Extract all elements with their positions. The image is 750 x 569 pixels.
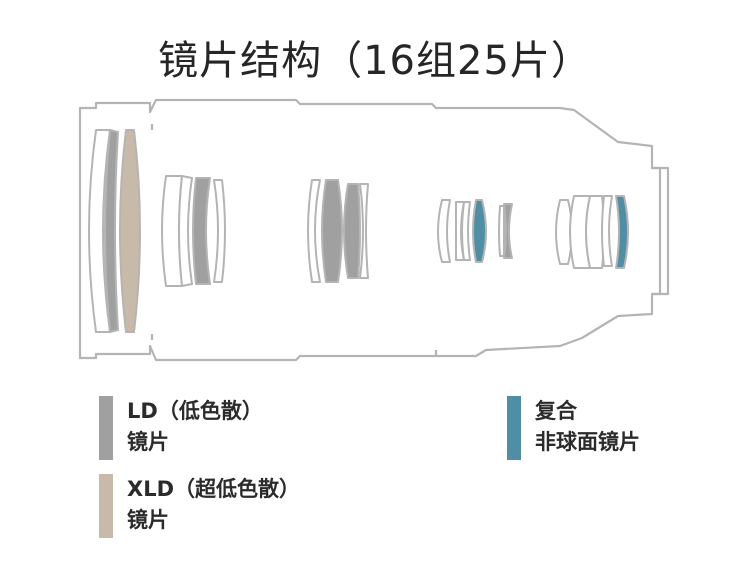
lens-element [461, 201, 471, 261]
legend-label-line: 非球面镜片 [535, 430, 640, 454]
legend-swatch-ld [99, 396, 113, 460]
legend-swatch-xld [99, 474, 113, 538]
lens-element [178, 175, 193, 287]
legend-label-line: XLD（超低色散） [127, 477, 301, 501]
lens-element-aspherical [472, 199, 487, 263]
lens-element [213, 179, 226, 283]
lens-element [601, 195, 613, 267]
barrel-inner-line [652, 166, 670, 296]
legend-swatch-aspherical [507, 396, 521, 460]
legend-label-line: LD（低色散） [127, 399, 263, 423]
legend-label-aspherical: 复合 非球面镜片 [535, 396, 640, 458]
lens-element [359, 183, 369, 279]
legend-label-xld: XLD（超低色散） 镜片 [127, 474, 300, 536]
lens-element-ld [104, 129, 119, 333]
lens-element-ld [343, 183, 361, 279]
legend-item-aspherical: 复合 非球面镜片 [507, 396, 640, 460]
legend-label-line: 镜片 [127, 430, 169, 454]
lens-element-ld [321, 179, 343, 283]
lens-element [498, 205, 505, 257]
diagram-title: 镜片结构（16组25片） [158, 38, 592, 84]
lens-element-ld [503, 203, 513, 259]
lens-element-xld [119, 129, 141, 333]
legend-item-ld: LD（低色散） 镜片 [99, 396, 263, 460]
legend-label-line: 镜片 [127, 508, 169, 532]
legend-label-line: 复合 [535, 399, 577, 423]
legend-item-xld: XLD（超低色散） 镜片 [99, 474, 300, 538]
legend-label-ld: LD（低色散） 镜片 [127, 396, 263, 458]
lens-element [307, 179, 321, 283]
lens-element [437, 199, 451, 263]
lens-element-ld [192, 177, 211, 285]
lens-element-aspherical [615, 195, 629, 269]
